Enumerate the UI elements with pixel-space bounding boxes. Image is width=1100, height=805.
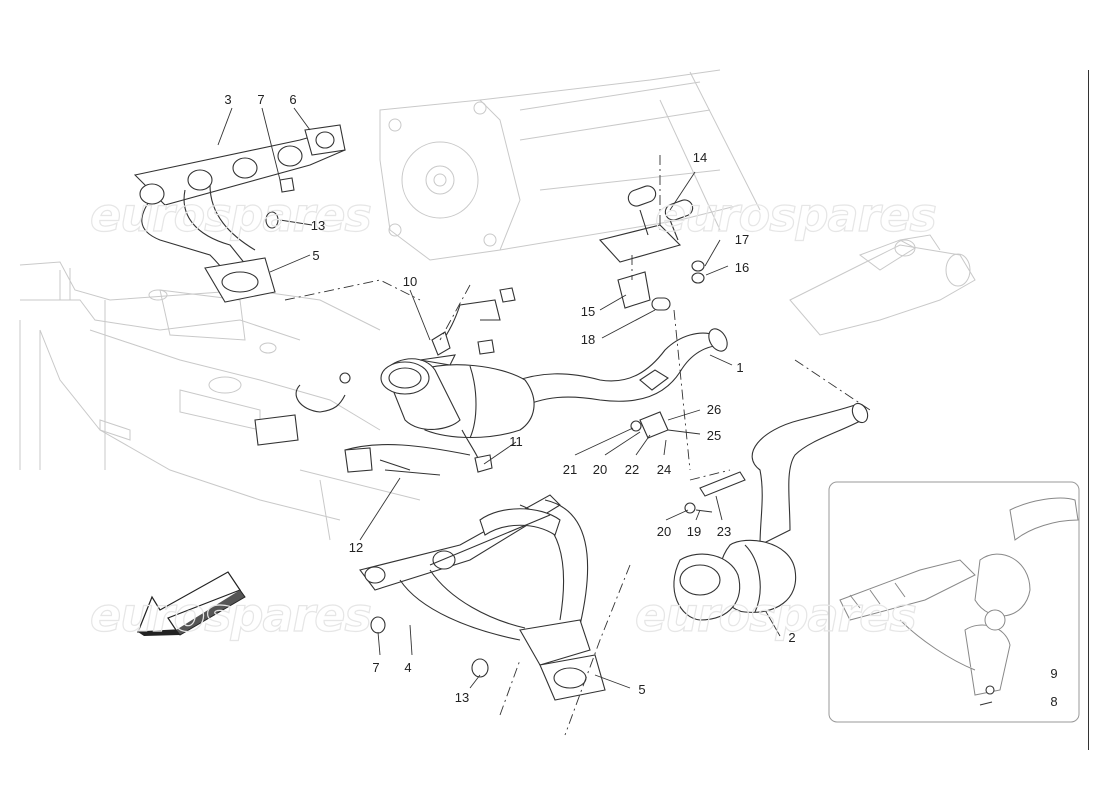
left-catalytic-converter [380, 354, 535, 439]
callout-2: 2 [788, 630, 796, 645]
part-10-oxygen-sensor [431, 287, 516, 356]
callout-23: 23 [716, 524, 732, 539]
part-11-oxygen-sensor-lower [461, 429, 493, 473]
part-1-connector-pipe [504, 328, 728, 411]
callout-21: 21 [562, 462, 578, 477]
callout-leader-lines [217, 107, 1043, 703]
callout-6: 6 [289, 92, 297, 107]
part-14-mounting-bracket [598, 185, 694, 263]
assembly-centre-lines [284, 155, 871, 736]
watermark-top-left: eurospares [89, 187, 372, 242]
callout-20-lower: 20 [656, 524, 672, 539]
watermark-top-right: eurospares [654, 187, 937, 242]
part-15-rubber-mount [617, 271, 651, 309]
page-edge-rule [1088, 70, 1089, 750]
callout-7-upper: 7 [257, 92, 265, 107]
callout-14: 14 [692, 150, 708, 165]
callout-12: 12 [348, 540, 364, 555]
callout-8: 8 [1050, 694, 1058, 709]
front-direction-arrow-icon [137, 571, 246, 636]
part-7-nut-upper [279, 177, 295, 193]
callout-5-lower: 5 [638, 682, 646, 697]
chassis-outline [19, 261, 421, 541]
callout-3: 3 [224, 92, 232, 107]
watermark-bottom-right: eurospares [634, 587, 917, 642]
inset-detail-panel [828, 481, 1080, 723]
part-4-exhaust-manifold-lower [359, 494, 591, 666]
transmission-outline [379, 69, 761, 261]
callout-10: 10 [402, 274, 418, 289]
part-2-right-catalytic-pipe [673, 402, 869, 621]
callout-22: 22 [624, 462, 640, 477]
callout-16: 16 [734, 260, 750, 275]
callout-13-upper: 13 [310, 218, 326, 233]
part-16-17-nuts [691, 260, 705, 284]
callout-7-lower: 7 [372, 660, 380, 675]
callout-25: 25 [706, 428, 722, 443]
callout-5-upper: 5 [312, 248, 320, 263]
callout-24: 24 [656, 462, 672, 477]
part-13-nut-upper [265, 211, 279, 229]
rear-silencer-outline [789, 234, 976, 336]
callout-26: 26 [706, 402, 722, 417]
callout-19: 19 [686, 524, 702, 539]
callout-17: 17 [734, 232, 750, 247]
callout-9: 9 [1050, 666, 1058, 681]
part-3-exhaust-manifold-upper [133, 129, 346, 303]
part-23-bracket [699, 471, 746, 497]
part-19-20-bolts [684, 502, 713, 514]
watermark-bottom-left: eurospares [89, 587, 372, 642]
callout-11: 11 [509, 434, 523, 449]
part-18-sleeve [651, 297, 671, 311]
part-13-nut-lower [471, 658, 489, 678]
callout-4: 4 [404, 660, 412, 675]
callout-1: 1 [736, 360, 744, 375]
callout-13-lower: 13 [454, 690, 470, 705]
callout-18: 18 [580, 332, 596, 347]
part-5-flange-gasket-lower [539, 654, 606, 701]
callout-15: 15 [580, 304, 596, 319]
part-6-gasket [304, 124, 346, 156]
part-7-nut-lower [370, 616, 386, 634]
callout-20-upper: 20 [592, 462, 608, 477]
part-12-sensor-harness [254, 372, 471, 476]
